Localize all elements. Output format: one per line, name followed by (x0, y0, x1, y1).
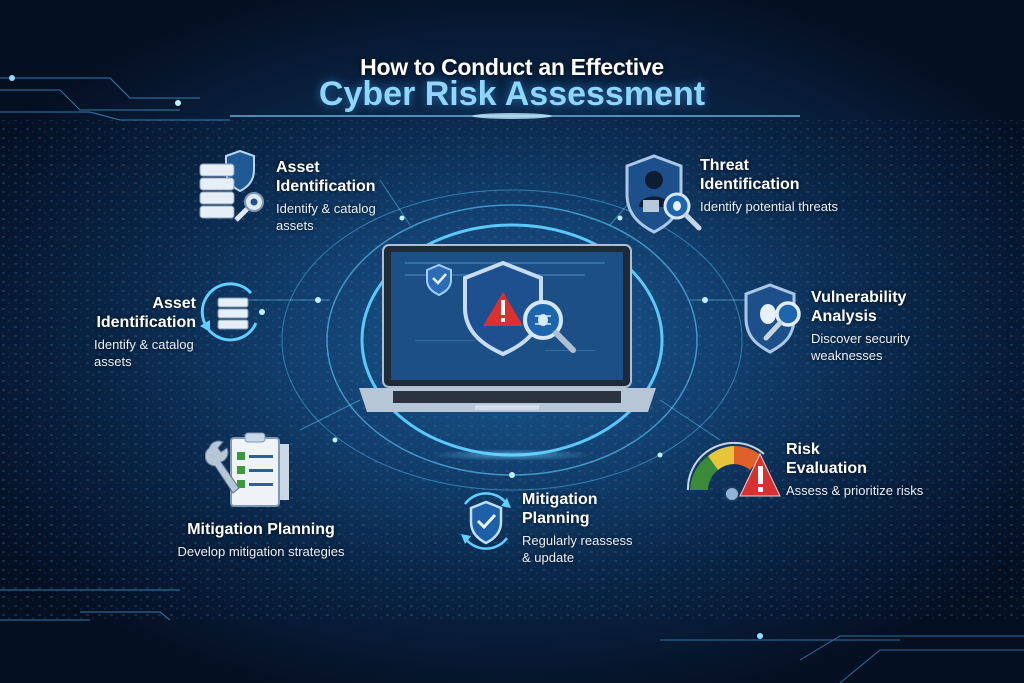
clipboard-wrench-icon (205, 432, 289, 507)
step-description: assets (276, 218, 314, 233)
step-description: Assess & prioritize risks (786, 483, 924, 498)
title-line-1: How to Conduct an Effective (360, 54, 664, 80)
step-risk-evaluation: Risk Evaluation Assess & prioritize risk… (786, 440, 923, 499)
step-threat-identification: Threat Identification Identify potential… (700, 156, 838, 215)
page-title: Cyber Risk Assessment (318, 75, 706, 113)
step-description: weaknesses (811, 348, 883, 363)
step-title: Vulnerability (811, 289, 907, 306)
step-asset-identification-left-desc: Identify & catalog assets (94, 336, 194, 370)
step-title: Asset (276, 159, 320, 176)
step-description: Regularly reassess (522, 533, 633, 548)
step-mitigation-planning-bottom: Mitigation Planning Regularly reassess &… (522, 490, 633, 566)
step-title: Asset (152, 295, 196, 312)
risk-gauge-warning-icon (686, 441, 781, 502)
step-title: Mitigation Planning (187, 521, 335, 538)
step-title: Evaluation (786, 460, 867, 477)
step-description: Identify potential threats (700, 199, 839, 214)
step-title: Mitigation (522, 491, 598, 508)
laptop-shield-alert-icon (359, 244, 656, 412)
step-description: Discover security (811, 331, 910, 346)
step-title: Identification (276, 178, 376, 195)
shield-check-cycle-icon (461, 492, 511, 550)
step-description: & update (522, 550, 575, 565)
server-cycle-icon (200, 282, 265, 342)
step-title: Analysis (811, 308, 877, 325)
step-title: Identification (96, 314, 196, 331)
step-vulnerability-analysis: Vulnerability Analysis Discover security… (811, 288, 910, 364)
step-description: Develop mitigation strategies (177, 544, 345, 559)
step-title: Identification (700, 176, 800, 193)
server-stack-shield-key-icon (199, 150, 264, 222)
step-title: Threat (700, 157, 749, 174)
step-title: Risk (786, 441, 820, 458)
step-mitigation-planning-left: Mitigation Planning Develop mitigation s… (156, 520, 366, 560)
shield-bug-magnifier-icon (744, 283, 801, 354)
step-description: assets (94, 354, 132, 369)
step-asset-identification-left: Asset Identification (90, 294, 196, 332)
shield-hacker-magnifier-icon (625, 154, 702, 234)
step-asset-identification-top: Asset Identification Identify & catalog … (276, 158, 376, 234)
step-description: Identify & catalog (276, 201, 376, 216)
step-description: Identify & catalog (94, 337, 194, 352)
step-title: Planning (522, 510, 590, 527)
